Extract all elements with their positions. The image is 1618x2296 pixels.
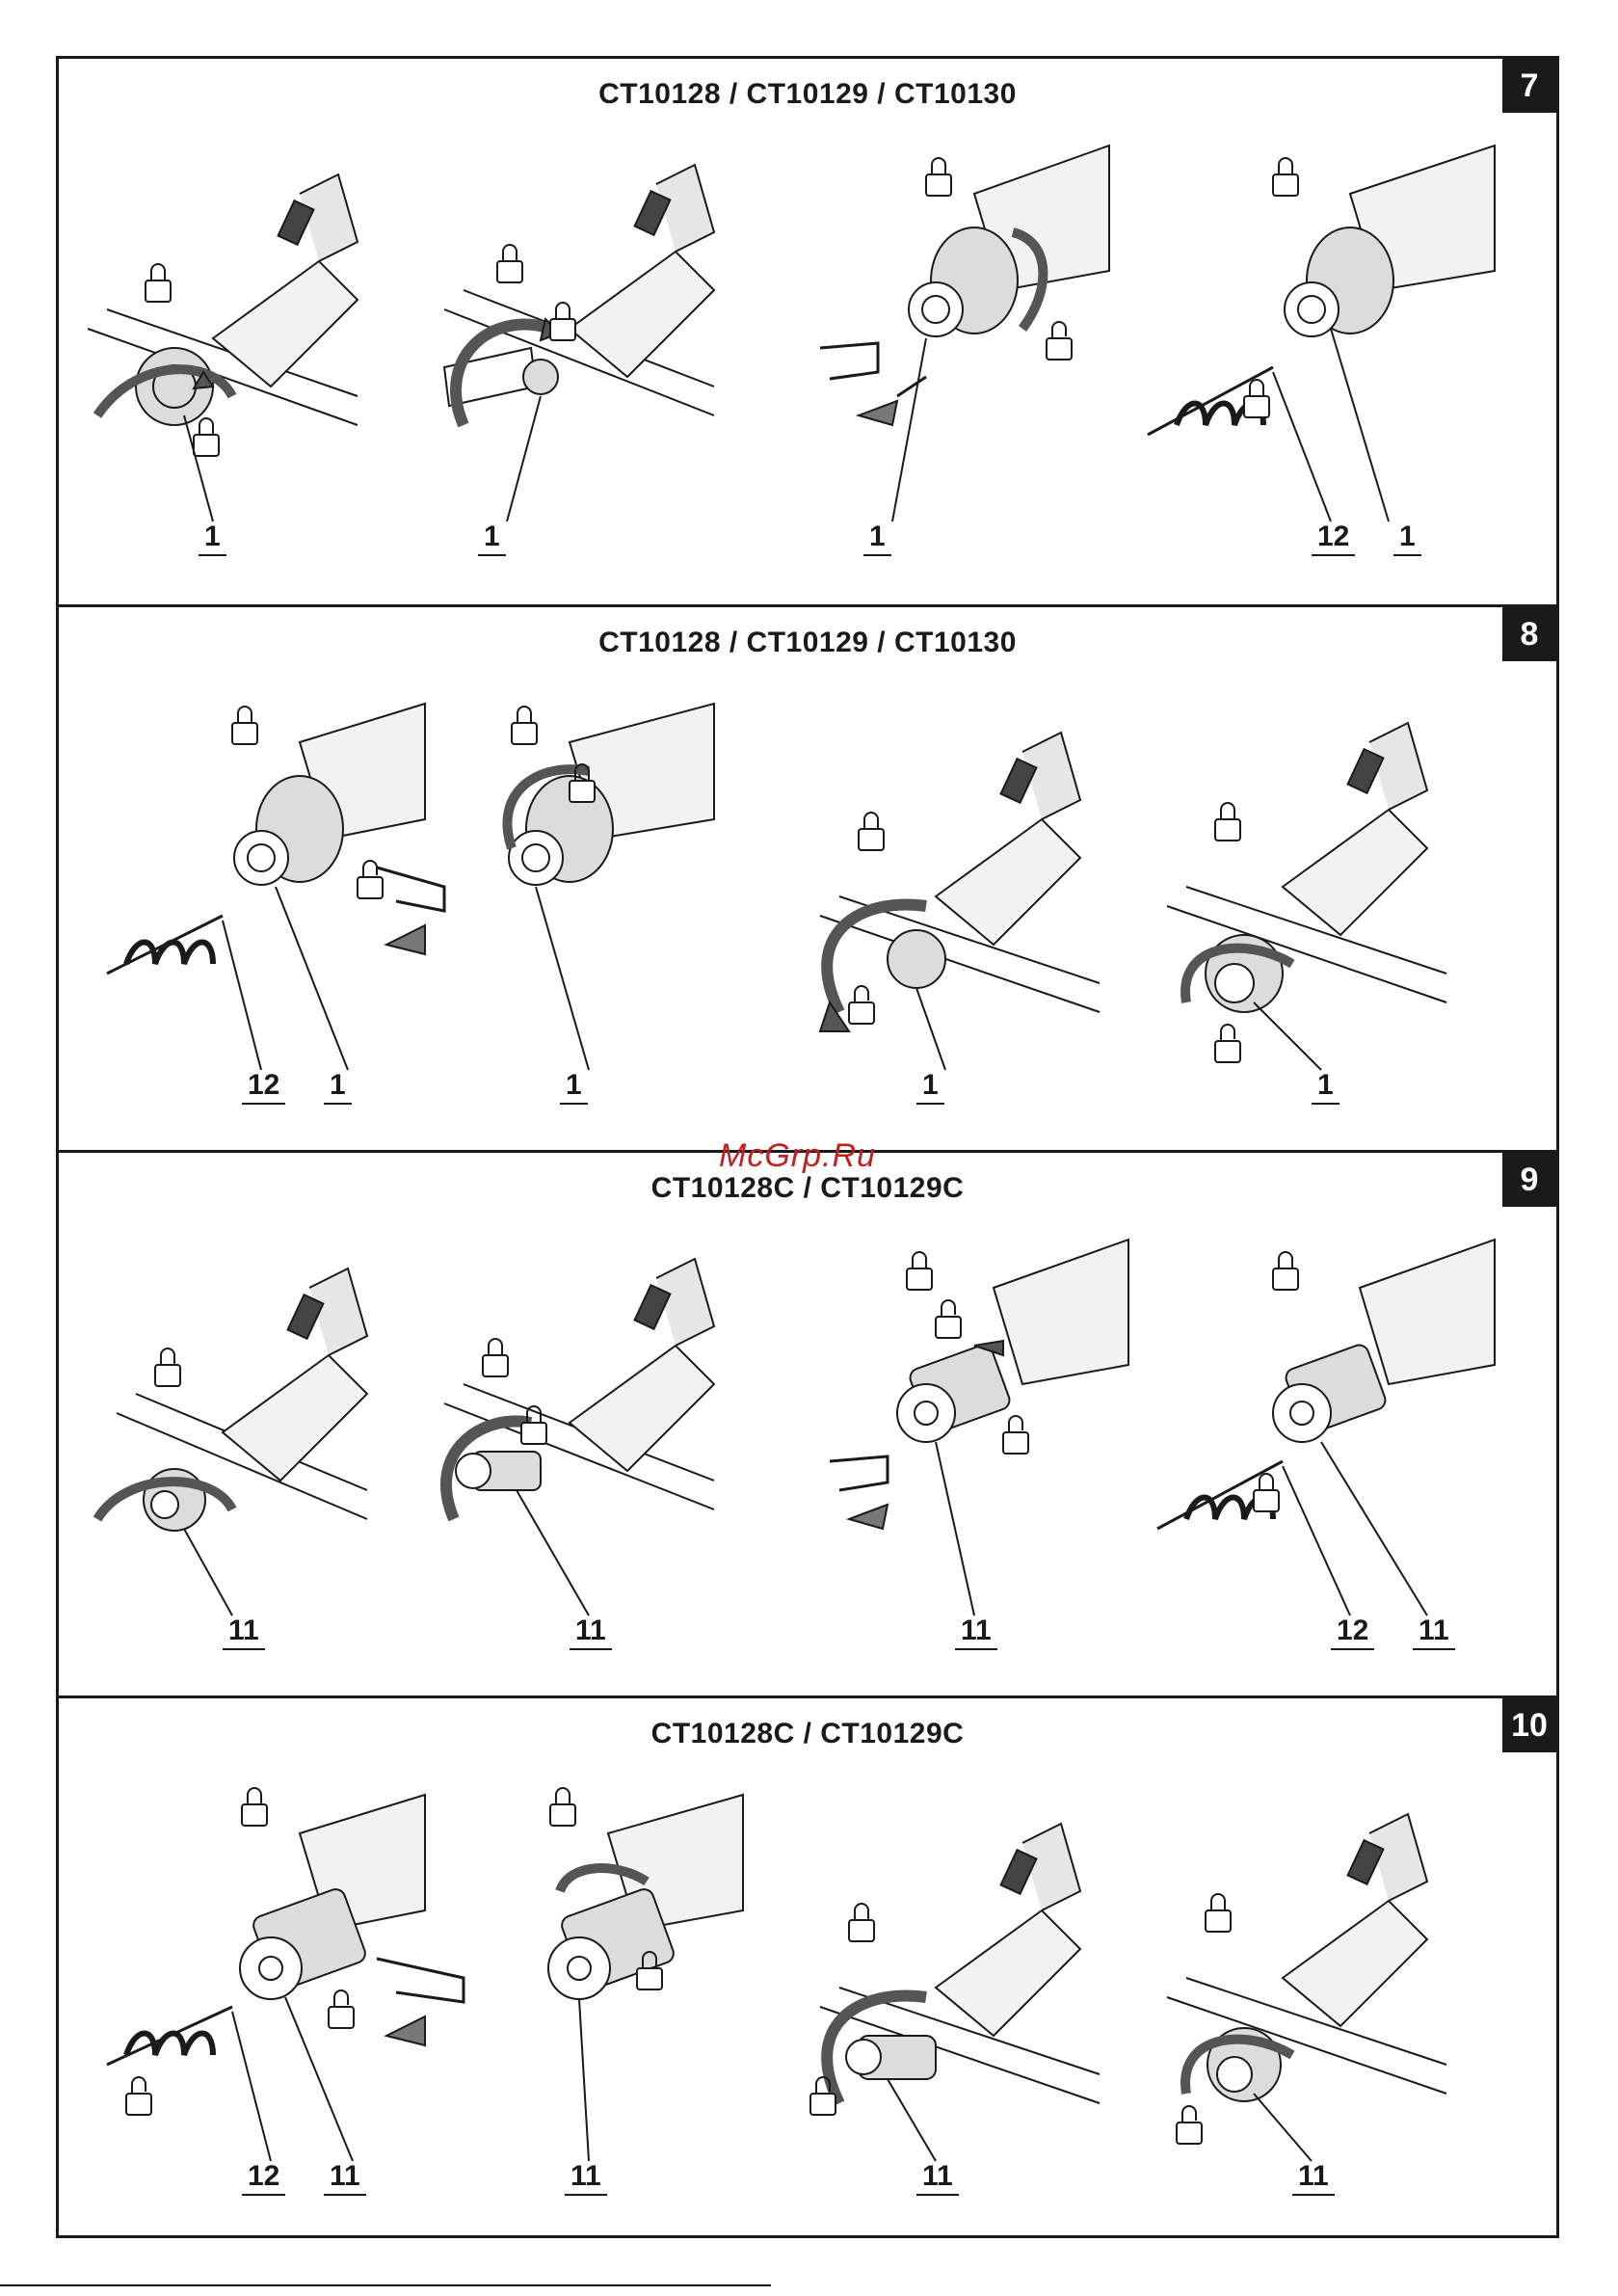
illustration-step-3: 11: [782, 1775, 1138, 2229]
illustration-step-1: 11: [68, 1230, 425, 1683]
drill-chuck-illustration: [425, 684, 782, 1137]
illustration-step-4: 12 1: [1138, 136, 1495, 589]
section-number: 8: [1502, 607, 1556, 661]
section-9: CT10128C / CT10129C 9: [59, 1150, 1556, 1695]
illustration-step-3: 1: [782, 684, 1138, 1137]
illustration-step-4: 1: [1138, 684, 1495, 1137]
illustration-step-2: 11: [425, 1775, 782, 2229]
callout-label: 12: [1312, 521, 1355, 556]
section-number: 7: [1502, 59, 1556, 113]
illustration-row: 12 1: [68, 684, 1495, 1137]
callout-label: 11: [324, 2161, 366, 2196]
illustration-step-4: 11: [1138, 1775, 1495, 2229]
callout-label: 11: [955, 1615, 997, 1650]
callout-label: 12: [242, 2161, 285, 2196]
illustration-step-1: 12 1: [68, 684, 425, 1137]
callout-label: 11: [1413, 1615, 1455, 1650]
section-8: CT10128 / CT10129 / CT10130 8: [59, 604, 1556, 1150]
watermark: McGrp.Ru: [719, 1137, 876, 1175]
illustration-step-1: 1: [68, 136, 425, 589]
section-number: 10: [1502, 1698, 1556, 1752]
callout-label: 1: [199, 521, 226, 556]
callout-label: 1: [863, 521, 891, 556]
section-title: CT10128C / CT10129C: [59, 1172, 1556, 1205]
callout-label: 1: [560, 1070, 588, 1105]
illustration-step-3: 11: [782, 1230, 1138, 1683]
section-number: 9: [1502, 1153, 1556, 1207]
drill-chuck-illustration: [68, 136, 425, 589]
drill-chuck-illustration: [782, 684, 1138, 1137]
callout-label: 11: [565, 2161, 607, 2196]
illustration-step-1: 12 11: [68, 1775, 425, 2229]
illustration-step-2: 1: [425, 684, 782, 1137]
section-10: CT10128C / CT10129C 10: [59, 1695, 1556, 2235]
illustration-step-4: 12 11: [1138, 1230, 1495, 1683]
callout-label: 12: [242, 1070, 285, 1105]
section-title: CT10128 / CT10129 / CT10130: [59, 78, 1556, 111]
illustration-step-3: 1: [782, 136, 1138, 589]
callout-label: 11: [916, 2161, 959, 2196]
callout-label: 12: [1331, 1615, 1374, 1650]
callout-label: 11: [223, 1615, 265, 1650]
illustration-step-2: 1: [425, 136, 782, 589]
illustration-row: 12 11: [68, 1775, 1495, 2229]
drill-chuck-illustration: [782, 1775, 1138, 2229]
section-title: CT10128C / CT10129C: [59, 1718, 1556, 1750]
callout-label: 11: [1292, 2161, 1335, 2196]
illustration-row: 1: [68, 136, 1495, 589]
callout-label: 11: [570, 1615, 612, 1650]
illustration-row: 11: [68, 1230, 1495, 1683]
footer-rule: [0, 2284, 771, 2286]
section-title: CT10128 / CT10129 / CT10130: [59, 627, 1556, 659]
section-7: CT10128 / CT10129 / CT10130 7: [59, 59, 1556, 604]
callout-label: 1: [478, 521, 506, 556]
callout-label: 1: [1393, 521, 1421, 556]
callout-label: 1: [916, 1070, 944, 1105]
drill-chuck-illustration: [782, 136, 1138, 589]
illustration-step-2: 11: [425, 1230, 782, 1683]
callout-label: 1: [1312, 1070, 1339, 1105]
callout-label: 1: [324, 1070, 352, 1105]
